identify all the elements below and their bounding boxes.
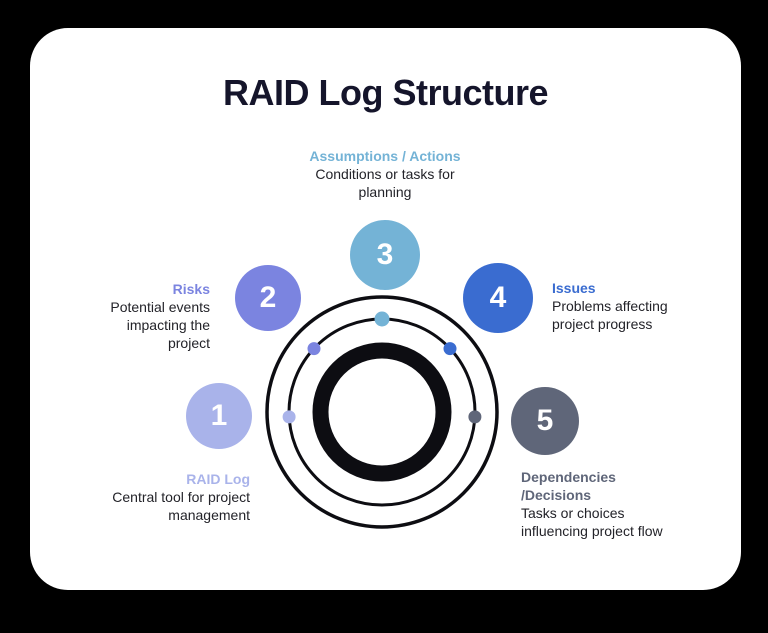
node-description: Conditions or tasks for planning	[315, 166, 455, 200]
node-label: Assumptions / Actions	[309, 148, 461, 164]
node-bubble-risks: 2	[235, 265, 301, 331]
node-label: Dependencies /Decisions	[521, 469, 616, 503]
node-label: Risks	[172, 281, 210, 297]
node-number: 4	[489, 281, 507, 314]
orbit-dot-raid-log	[282, 410, 296, 424]
node-text-assumptions: Assumptions / Actions Conditions or task…	[275, 147, 495, 201]
orbit-dot-dependencies	[468, 410, 482, 424]
node-text-raid-log: RAID Log Central tool for project manage…	[70, 470, 250, 524]
node-number: 5	[536, 404, 554, 437]
node-number: 2	[259, 281, 277, 314]
inner-thick-ring	[312, 342, 452, 482]
node-bubble-assumptions: 3	[350, 220, 420, 290]
node-text-risks: Risks Potential events impacting the pro…	[50, 280, 210, 352]
node-description: Potential events impacting the project	[110, 299, 210, 351]
node-description: Problems affecting project progress	[552, 298, 668, 332]
node-bubble-raid-log: 1	[186, 383, 252, 449]
outer-ring	[265, 295, 499, 529]
node-text-dependencies: Dependencies /Decisions Tasks or choices…	[521, 468, 701, 540]
node-description: Tasks or choices influencing project flo…	[521, 505, 663, 539]
node-bubble-dependencies: 5	[511, 387, 579, 455]
node-label: Issues	[552, 280, 596, 296]
orbit-rings-diagram	[265, 295, 499, 529]
orbit-dot-assumptions	[374, 311, 390, 327]
orbit-dot-risks	[307, 342, 321, 356]
node-number: 1	[210, 399, 228, 432]
orbit-dot-issues	[443, 342, 457, 356]
node-number: 3	[376, 238, 394, 271]
node-label: RAID Log	[186, 471, 250, 487]
node-text-issues: Issues Problems affecting project progre…	[552, 279, 722, 333]
page-title: RAID Log Structure	[222, 72, 549, 113]
node-description: Central tool for project management	[112, 489, 250, 523]
diagram-card	[30, 28, 741, 590]
node-bubble-issues: 4	[463, 263, 533, 333]
